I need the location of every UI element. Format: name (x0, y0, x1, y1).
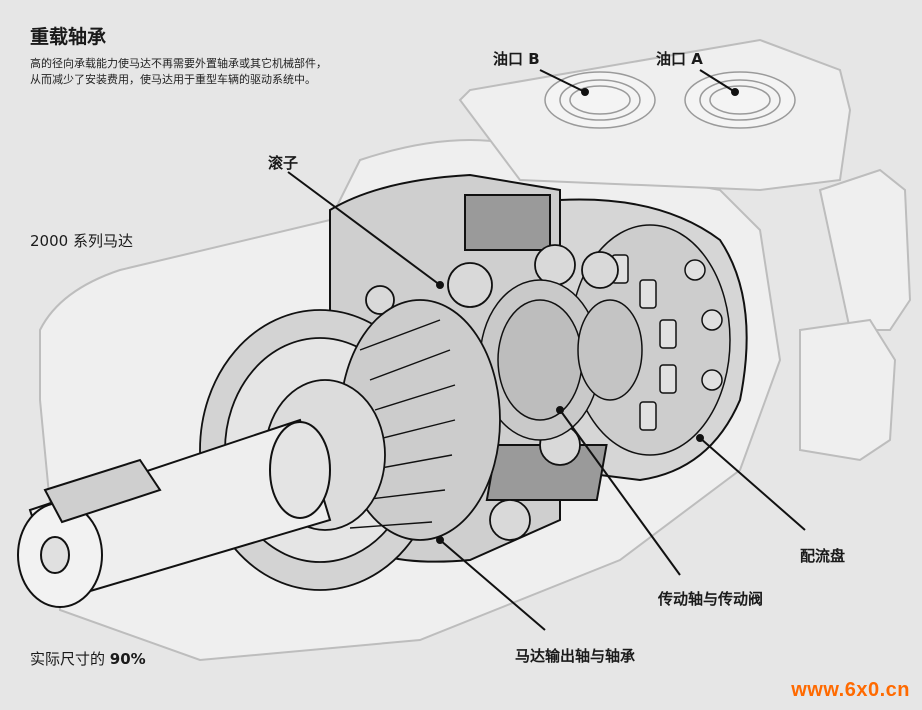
description-line-1: 高的径向承载能力使马达不再需要外置轴承或其它机械部件， (30, 57, 327, 70)
scale-value: 90% (109, 650, 146, 668)
label-drive-shaft-valve: 传动轴与传动阀 (658, 590, 764, 608)
rollers (365, 244, 619, 541)
scale-note: 实际尺寸的 90% (30, 648, 146, 669)
label-roller: 滚子 (268, 154, 299, 172)
description-line-2: 从而减少了安装费用，使马达用于重型车辆的驱动系统中。 (30, 73, 316, 86)
drive-spline (479, 279, 643, 441)
description: 高的径向承载能力使马达不再需要外置轴承或其它机械部件， 从而减少了安装费用，使马… (30, 56, 327, 88)
label-valve-plate: 配流盘 (800, 547, 846, 565)
leader-lines (287, 69, 806, 631)
label-port-a: 油口 A (656, 50, 703, 68)
label-output-shaft-bearing: 马达输出轴与轴承 (515, 647, 636, 665)
output-shaft (17, 418, 332, 608)
page-title: 重载轴承 (30, 26, 107, 48)
scale-prefix: 实际尺寸的 (30, 650, 106, 668)
series-label: 2000 系列马达 (30, 232, 133, 250)
port-a-opening (684, 71, 796, 129)
label-port-b: 油口 B (493, 50, 540, 68)
watermark: www.6x0.cn (791, 679, 910, 701)
